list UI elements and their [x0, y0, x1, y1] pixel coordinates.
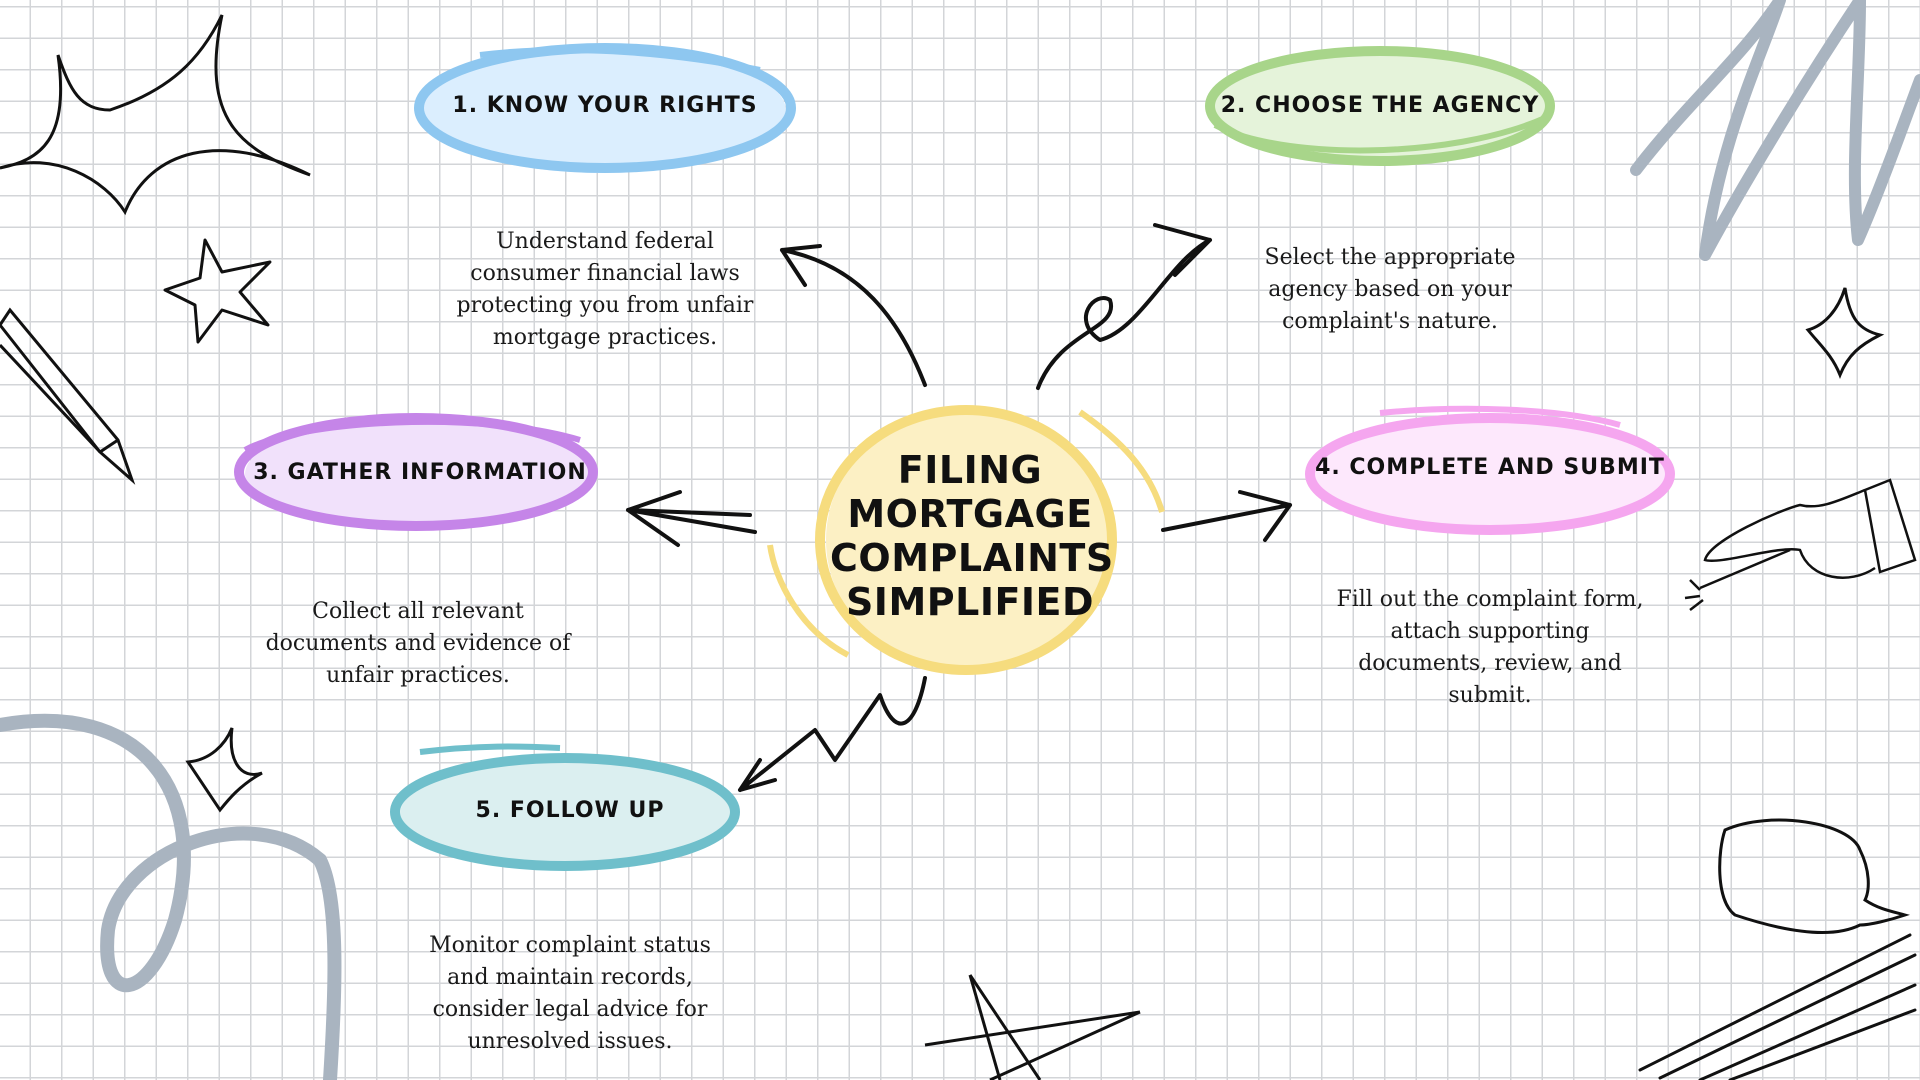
scribble-doodle: [1630, 0, 1920, 261]
node-3-description: Collect all relevant documents and evide…: [265, 599, 571, 688]
diagram-title: FILING MORTGAGE COMPLAINTS SIMPLIFIED: [830, 448, 1114, 624]
node-5-ellipse: [390, 743, 740, 871]
diamond-sparkle-right-doodle: [1805, 287, 1885, 380]
node-4-description: Fill out the complaint form, attach supp…: [1336, 587, 1644, 708]
node-1-ellipse: [414, 43, 796, 173]
star-doodle: [163, 238, 272, 344]
bottom-star-doodle: [924, 974, 1141, 1080]
arrow-to-node-1: [780, 244, 927, 387]
arrow-to-node-5: [738, 676, 927, 792]
arrow-to-node-4: [1161, 490, 1292, 542]
node-1-label: 1. Know Your Rights: [452, 93, 758, 118]
node-4-label: 4. Complete and Submit: [1315, 455, 1665, 480]
diamond-sparkle-doodle: [185, 727, 263, 813]
speech-bubble-doodle: [1718, 818, 1910, 934]
node-2-label: 2. Choose the Agency: [1220, 93, 1540, 118]
node-2-ellipse: [1205, 46, 1555, 166]
node-1-description: Understand federal consumer financial la…: [456, 229, 754, 350]
center-ellipse: [767, 405, 1165, 675]
hatch-lines-doodle: [1638, 933, 1917, 1080]
node-2-description: Select the appropriate agency based on y…: [1264, 245, 1516, 334]
pointing-hand-doodle: [1684, 478, 1917, 611]
arrow-to-node-3: [626, 490, 757, 547]
arrow-to-node-2: [1036, 223, 1212, 390]
sparkle-doodle: [0, 14, 311, 216]
node-5-label: 5. Follow Up: [475, 798, 665, 823]
loop-doodle: [0, 713, 342, 1080]
node-5-description: Monitor complaint status and maintain re…: [429, 933, 711, 1054]
node-4-ellipse: [1305, 405, 1675, 535]
pencil-doodle: [0, 307, 136, 485]
node-3-ellipse: [234, 413, 598, 531]
node-3-label: 3. Gather Information: [253, 460, 587, 485]
